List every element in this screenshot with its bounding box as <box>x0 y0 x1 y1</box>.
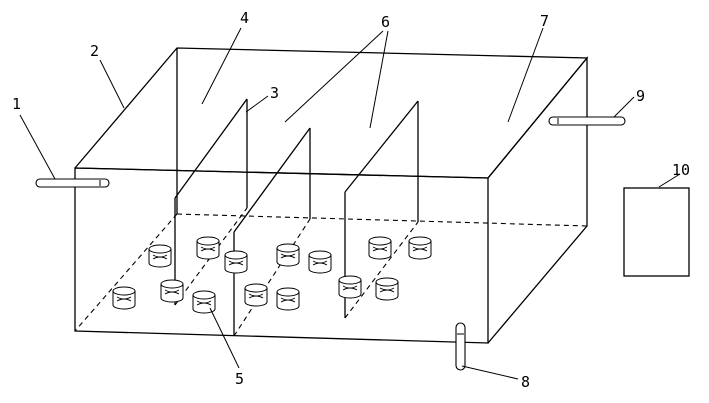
diffuser-cylinder <box>368 236 392 260</box>
diffuser-cylinder <box>148 244 172 268</box>
diffuser-cylinder <box>160 279 184 303</box>
leader-1 <box>19 114 56 180</box>
diffuser-cylinder <box>244 283 268 307</box>
diffuser-cylinder <box>112 286 136 310</box>
label-8: 8 <box>521 373 530 391</box>
leader-3 <box>245 95 269 113</box>
leader-6a <box>284 30 384 123</box>
right-face <box>487 56 588 344</box>
diffuser-cylinder <box>408 236 432 260</box>
inlet-pipe-1 <box>35 178 110 188</box>
label-2: 2 <box>90 42 99 60</box>
label-3: 3 <box>270 84 279 102</box>
partition-6b <box>344 100 419 319</box>
diffuser-cylinder <box>224 250 248 274</box>
label-4: 4 <box>240 9 249 27</box>
diffuser-cylinder <box>276 287 300 311</box>
hidden-back-bottom <box>176 213 588 227</box>
leader-8 <box>461 365 519 380</box>
partition-6b-top <box>344 100 419 193</box>
diffuser-cylinder <box>276 243 300 267</box>
leader-lines <box>19 27 681 380</box>
tank-box <box>74 47 589 344</box>
label-10: 10 <box>672 161 690 179</box>
label-5: 5 <box>235 370 244 388</box>
partition-6a-bottom <box>233 218 311 337</box>
top-face <box>74 47 589 179</box>
diffuser-cylinder <box>192 290 216 314</box>
label-6: 6 <box>381 13 390 31</box>
leader-2 <box>99 59 125 109</box>
partition-3 <box>174 98 248 306</box>
partition-3-top <box>174 98 248 199</box>
leader-4 <box>201 27 242 105</box>
partition-6b-bottom <box>344 221 419 319</box>
diffuser-cylinder <box>196 236 220 260</box>
leader-7 <box>507 27 544 123</box>
partition-6a <box>233 127 311 337</box>
label-7: 7 <box>540 12 549 30</box>
leader-9 <box>613 96 635 118</box>
leader-5 <box>209 307 240 369</box>
diffuser-cylinder <box>375 277 399 301</box>
label-1: 1 <box>12 95 21 113</box>
leader-6b <box>369 30 389 129</box>
leader-10 <box>658 173 681 188</box>
labels: 1 2 3 4 5 6 7 8 9 10 <box>12 9 690 391</box>
partition-3-bottom <box>174 207 248 306</box>
partition-6a-top <box>233 127 311 233</box>
label-9: 9 <box>636 87 645 105</box>
drain-pipe-8 <box>455 322 466 371</box>
diffuser-cylinder <box>338 275 362 299</box>
outlet-pipe-9 <box>548 116 626 126</box>
diffusers <box>112 236 432 314</box>
control-box-10 <box>623 187 690 277</box>
hidden-back-left-bottom <box>74 213 178 332</box>
diffuser-cylinder <box>308 250 332 274</box>
